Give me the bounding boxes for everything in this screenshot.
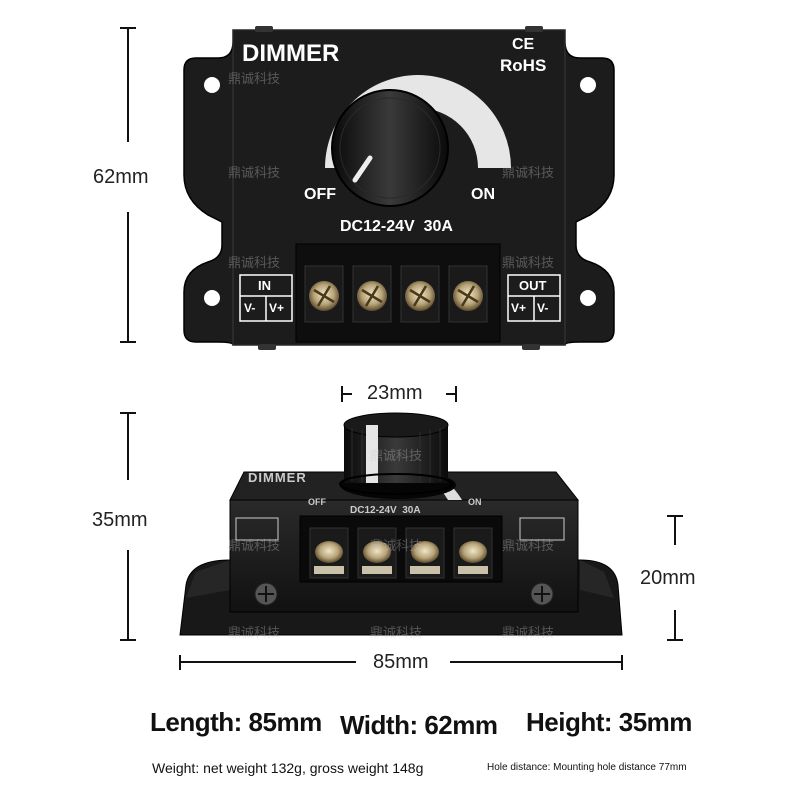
side-view — [179, 412, 623, 636]
spec-weight: Weight: net weight 132g, gross weight 14… — [152, 760, 424, 776]
mounting-hole — [204, 290, 220, 306]
spec-width: Width: 62mm — [340, 710, 498, 740]
side-rating-label: DC12-24V 30A — [350, 505, 421, 516]
out-pin-neg: V- — [537, 301, 549, 315]
mounting-hole — [580, 77, 596, 93]
spec-length: Length: 85mm — [150, 707, 322, 737]
watermark: 鼎诚科技 — [228, 166, 281, 181]
in-pin-neg: V- — [244, 301, 256, 315]
side-off-label: OFF — [308, 497, 326, 507]
front-view — [183, 26, 615, 350]
watermark: 鼎诚科技 — [502, 256, 555, 271]
dimension-terminal-height: 20mm — [640, 567, 696, 589]
spec-height: Height: 35mm — [526, 707, 692, 737]
watermark: 鼎诚科技 — [370, 626, 423, 641]
mounting-hole — [580, 290, 596, 306]
terminal-screws — [304, 265, 488, 323]
dimension-lines — [120, 27, 683, 670]
off-label: OFF — [304, 186, 336, 203]
dimension-height-side: 35mm — [92, 509, 148, 531]
rating-label: DC12-24V 30A — [340, 218, 453, 235]
on-label: ON — [471, 186, 495, 203]
dimmer-knob[interactable] — [331, 89, 449, 207]
watermark: 鼎诚科技 — [502, 539, 555, 554]
in-pin-pos: V+ — [269, 301, 285, 315]
watermark: 鼎诚科技 — [370, 449, 423, 464]
watermark: 鼎诚科技 — [502, 166, 555, 181]
dimension-knob-diameter: 23mm — [367, 382, 423, 404]
mounting-hole — [204, 77, 220, 93]
knob-pointer-side — [366, 425, 378, 483]
watermark: 鼎诚科技 — [228, 539, 281, 554]
side-on-label: ON — [468, 497, 482, 507]
side-brand-label: DIMMER — [248, 470, 307, 485]
terminal-screws-side — [309, 527, 493, 579]
in-label: IN — [258, 278, 271, 293]
out-pin-pos: V+ — [511, 301, 527, 315]
brand-label: DIMMER — [242, 40, 340, 67]
spec-hole-distance: Hole distance: Mounting hole distance 77… — [487, 762, 687, 773]
watermark: 鼎诚科技 — [502, 626, 555, 641]
watermark: 鼎诚科技 — [228, 72, 281, 87]
out-label: OUT — [519, 278, 547, 293]
dimension-height-front: 62mm — [93, 166, 149, 188]
ce-mark: CE — [512, 36, 535, 53]
knob-pointer — [352, 155, 373, 183]
watermark: 鼎诚科技 — [370, 539, 423, 554]
watermark: 鼎诚科技 — [228, 256, 281, 271]
dimension-length: 85mm — [373, 651, 429, 673]
rohs-mark: RoHS — [500, 56, 547, 75]
watermark: 鼎诚科技 — [228, 626, 281, 641]
